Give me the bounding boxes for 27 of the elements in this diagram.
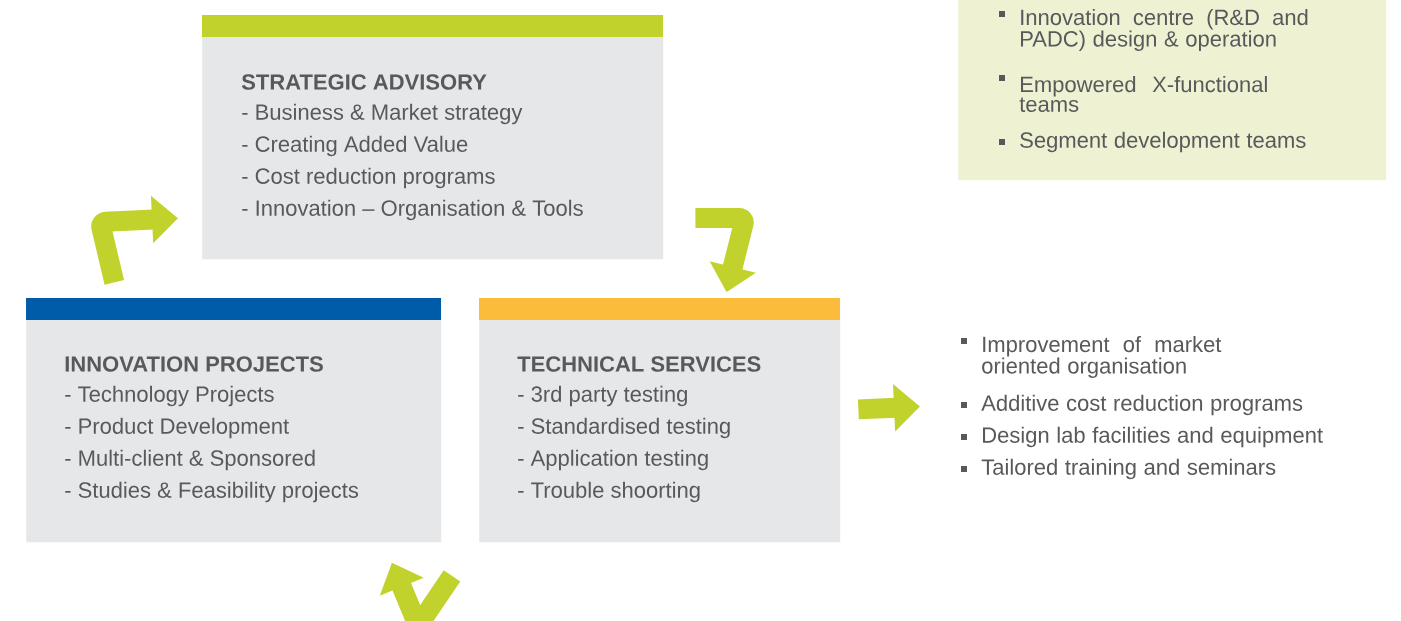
note-panel <box>958 0 1387 181</box>
bullet-item: Innovation centre (R&D and PADC) design & operation <box>999 9 1308 51</box>
list-item: - Standardised testing <box>518 417 730 439</box>
list-item: - Business & Market strategy <box>242 103 523 125</box>
box-title: INNOVATION PROJECTS <box>65 356 323 372</box>
list-item: - Creating Added Value <box>242 135 468 157</box>
bullet-item: Improvement of market oriented organisation <box>961 336 1222 378</box>
box-title: TECHNICAL SERVICES <box>517 356 761 372</box>
service-box <box>479 298 841 543</box>
list-item: - Innovation – Organisation & Tools <box>242 199 583 221</box>
bullet-item: Additive cost reduction programs <box>961 394 1303 416</box>
bullet-item: Empowered X-functional teams <box>999 75 1267 112</box>
box-title: STRATEGIC ADVISORY <box>241 74 487 90</box>
list-item: - Multi-client & Sponsored <box>65 449 315 471</box>
service-box <box>26 298 442 543</box>
list-item: - Application testing <box>518 449 708 471</box>
list-item: - 3rd party testing <box>518 385 687 407</box>
service-box <box>202 15 664 260</box>
bullet-item: Tailored training and seminars <box>961 458 1276 480</box>
list-item: - Cost reduction programs <box>242 167 495 189</box>
list-item: - Product Development <box>65 417 289 439</box>
list-item: - Technology Projects <box>65 385 274 407</box>
bullet-item: Design lab facilities and equipment <box>961 426 1323 448</box>
list-item: - Studies & Feasibility projects <box>65 481 359 503</box>
bullet-list <box>961 336 1323 480</box>
bullet-item: Segment development teams <box>999 131 1306 153</box>
list-item: - Trouble shoorting <box>518 481 700 503</box>
